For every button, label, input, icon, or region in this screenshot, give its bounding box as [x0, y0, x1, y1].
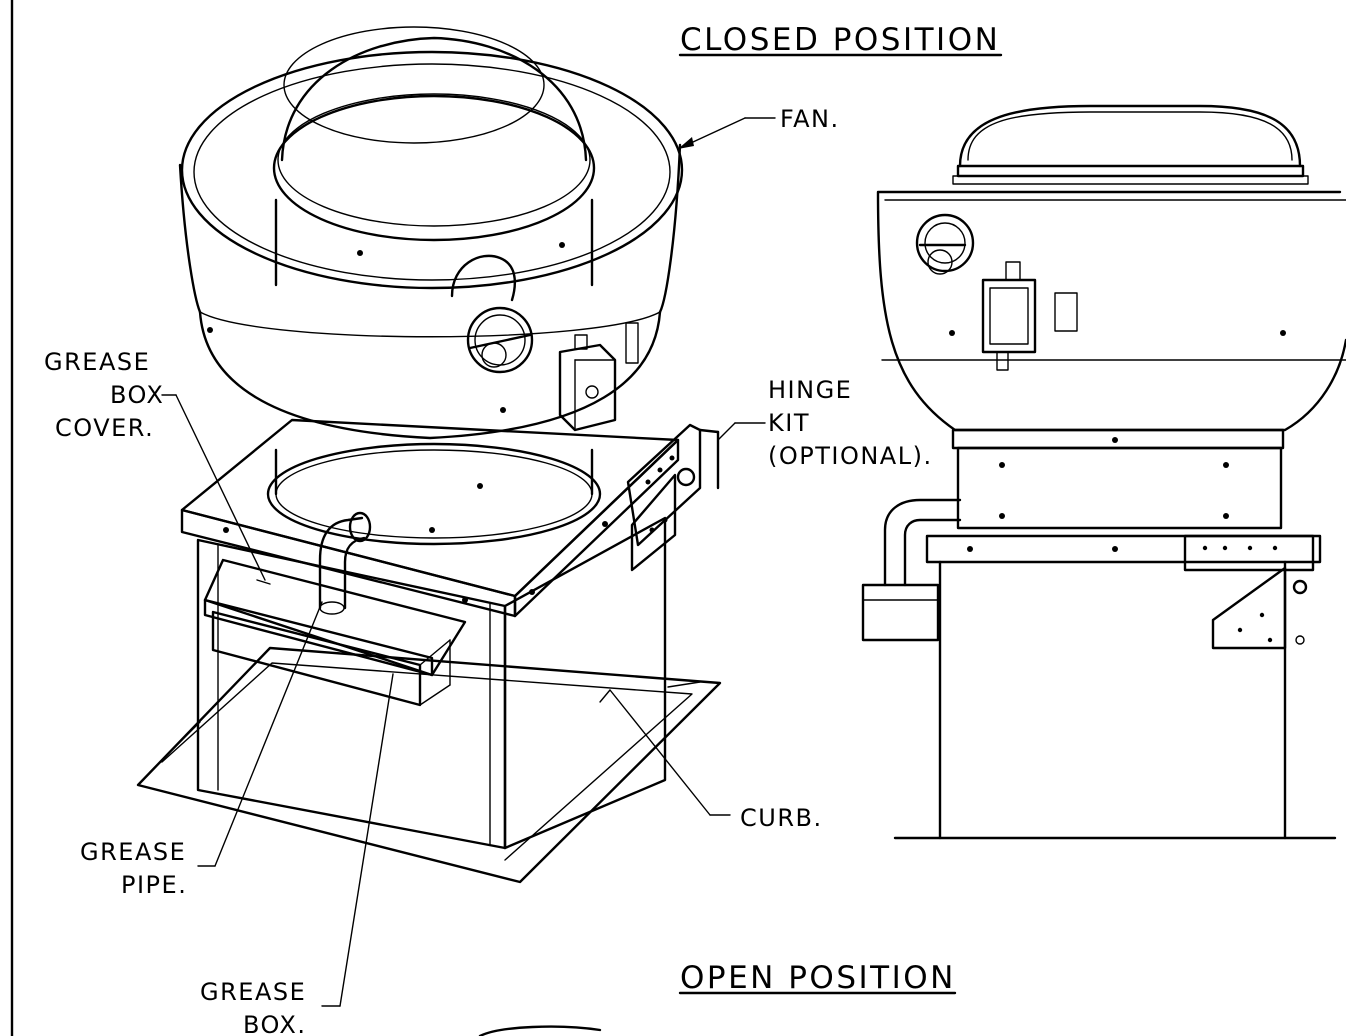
motor-housing — [272, 26, 596, 302]
label-grease-box-cover-line1: GREASE — [44, 348, 150, 376]
fan-venturi — [266, 442, 602, 546]
callout-labels: FAN. HINGE KIT (OPTIONAL). GREASE BOX CO… — [44, 105, 933, 1036]
view-port — [466, 306, 534, 374]
curb-top-flange — [180, 418, 680, 618]
fan-rim — [180, 50, 684, 290]
side-dome — [952, 104, 1309, 185]
label-curb: CURB. — [740, 804, 823, 832]
open-position-title: OPEN POSITION — [680, 960, 956, 996]
fan-bowl — [178, 143, 682, 440]
curb-box — [196, 516, 667, 850]
label-hinge-line3: (OPTIONAL). — [768, 442, 933, 470]
open-position-partial-drawing — [478, 1025, 602, 1036]
label-hinge-line1: HINGE — [768, 376, 852, 404]
roof-flashing — [136, 646, 722, 884]
label-grease-pipe-line1: GREASE — [80, 838, 186, 866]
label-fan: FAN. — [780, 105, 840, 133]
label-grease-box-cover-line3: COVER. — [55, 414, 154, 442]
label-grease-box-cover-line2: BOX — [110, 381, 164, 409]
grease-box — [203, 558, 467, 707]
label-grease-pipe-line2: PIPE. — [121, 871, 187, 899]
side-view-fan-assembly — [861, 104, 1346, 840]
side-hinge — [1183, 534, 1315, 650]
side-view-port — [915, 213, 975, 275]
side-curb — [893, 560, 1337, 840]
side-shroud — [876, 190, 1346, 432]
isometric-fan-assembly — [136, 26, 722, 884]
side-junction-box — [981, 261, 1078, 371]
label-grease-box-line1: GREASE — [200, 978, 306, 1006]
side-grease-assembly — [861, 498, 962, 642]
junction-box — [558, 322, 639, 432]
leader-lines — [161, 117, 776, 1007]
label-hinge-line2: KIT — [768, 409, 810, 437]
label-grease-box-line2: BOX. — [243, 1011, 306, 1036]
side-collar — [951, 428, 1285, 530]
grease-pipe — [318, 511, 372, 615]
side-curb-flange — [925, 534, 1322, 564]
closed-position-title: CLOSED POSITION — [680, 22, 1000, 58]
hinge-kit — [626, 423, 720, 572]
